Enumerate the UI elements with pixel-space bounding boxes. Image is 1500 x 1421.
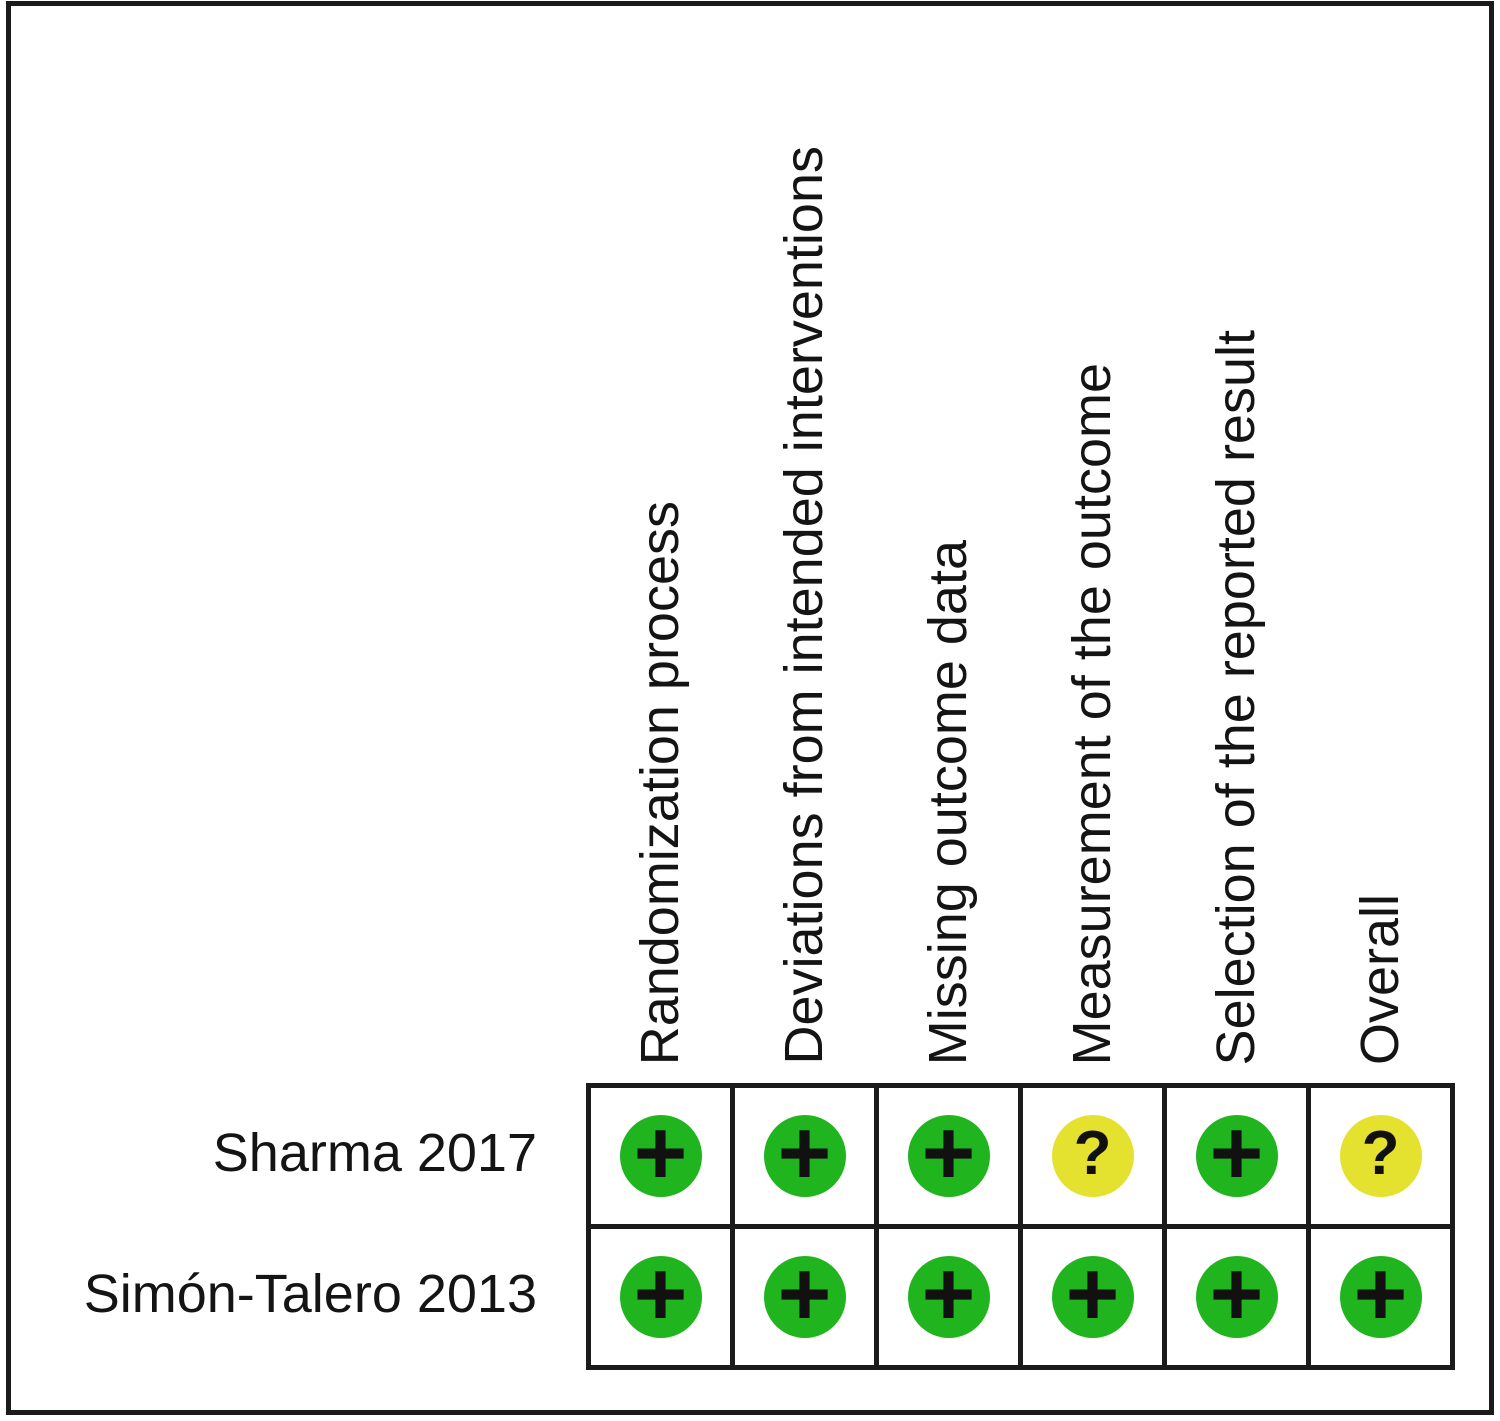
row-label-sharma-2017: Sharma 2017 <box>212 1123 537 1183</box>
low-risk-plus-icon: + <box>619 1102 702 1204</box>
risk-cell: + <box>1162 1224 1311 1370</box>
low-risk-plus-icon: + <box>1339 1243 1422 1345</box>
low-risk-plus-icon: + <box>1195 1102 1278 1204</box>
risk-cell: + <box>1018 1224 1167 1370</box>
some-concerns-question-icon: ? <box>1051 1115 1134 1197</box>
risk-cell: + <box>586 1083 735 1229</box>
judgement-symbol: + <box>1209 1243 1264 1345</box>
low-risk-plus-icon: + <box>907 1102 990 1204</box>
low-risk-plus-icon: + <box>1195 1243 1278 1345</box>
column-header-overall: Overall <box>1350 893 1410 1065</box>
risk-cell: + <box>1306 1224 1455 1370</box>
column-header-selection-of-the-reported-result: Selection of the reported result <box>1206 329 1266 1065</box>
judgement-symbol: + <box>777 1102 832 1204</box>
column-header-deviations-from-intended-interventions: Deviations from intended interventions <box>774 146 834 1065</box>
risk-cell: ? <box>1306 1083 1455 1229</box>
risk-cell: + <box>586 1224 735 1370</box>
risk-cell: + <box>1162 1083 1311 1229</box>
judgement-symbol: + <box>1353 1243 1408 1345</box>
table-row: + + + + + + <box>586 1224 1455 1370</box>
judgement-symbol: + <box>777 1243 832 1345</box>
low-risk-plus-icon: + <box>619 1243 702 1345</box>
risk-cell: + <box>730 1224 879 1370</box>
low-risk-plus-icon: + <box>907 1243 990 1345</box>
risk-of-bias-table: + + +? +? + + + + + + <box>586 1083 1455 1370</box>
risk-cell: ? <box>1018 1083 1167 1229</box>
risk-cell: + <box>874 1224 1023 1370</box>
risk-cell: + <box>730 1083 879 1229</box>
judgement-symbol: + <box>1209 1102 1264 1204</box>
some-concerns-question-icon: ? <box>1339 1115 1422 1197</box>
judgement-symbol: + <box>921 1243 976 1345</box>
judgement-symbol: ? <box>1073 1119 1112 1188</box>
column-header-missing-outcome-data: Missing outcome data <box>918 539 978 1065</box>
low-risk-plus-icon: + <box>1051 1243 1134 1345</box>
column-header-measurement-of-the-outcome: Measurement of the outcome <box>1062 362 1122 1065</box>
row-label-simon-talero-2013: Simón-Talero 2013 <box>83 1264 537 1324</box>
judgement-symbol: + <box>633 1102 688 1204</box>
rob-table-body: + + +? +? + + + + + + <box>586 1083 1455 1370</box>
low-risk-plus-icon: + <box>763 1102 846 1204</box>
risk-cell: + <box>874 1083 1023 1229</box>
column-header-randomization-process: Randomization process <box>630 500 690 1065</box>
judgement-symbol: + <box>1065 1243 1120 1345</box>
judgement-symbol: + <box>633 1243 688 1345</box>
judgement-symbol: + <box>921 1102 976 1204</box>
low-risk-plus-icon: + <box>763 1243 846 1345</box>
table-row: + + +? +? <box>586 1083 1455 1229</box>
judgement-symbol: ? <box>1361 1119 1400 1188</box>
